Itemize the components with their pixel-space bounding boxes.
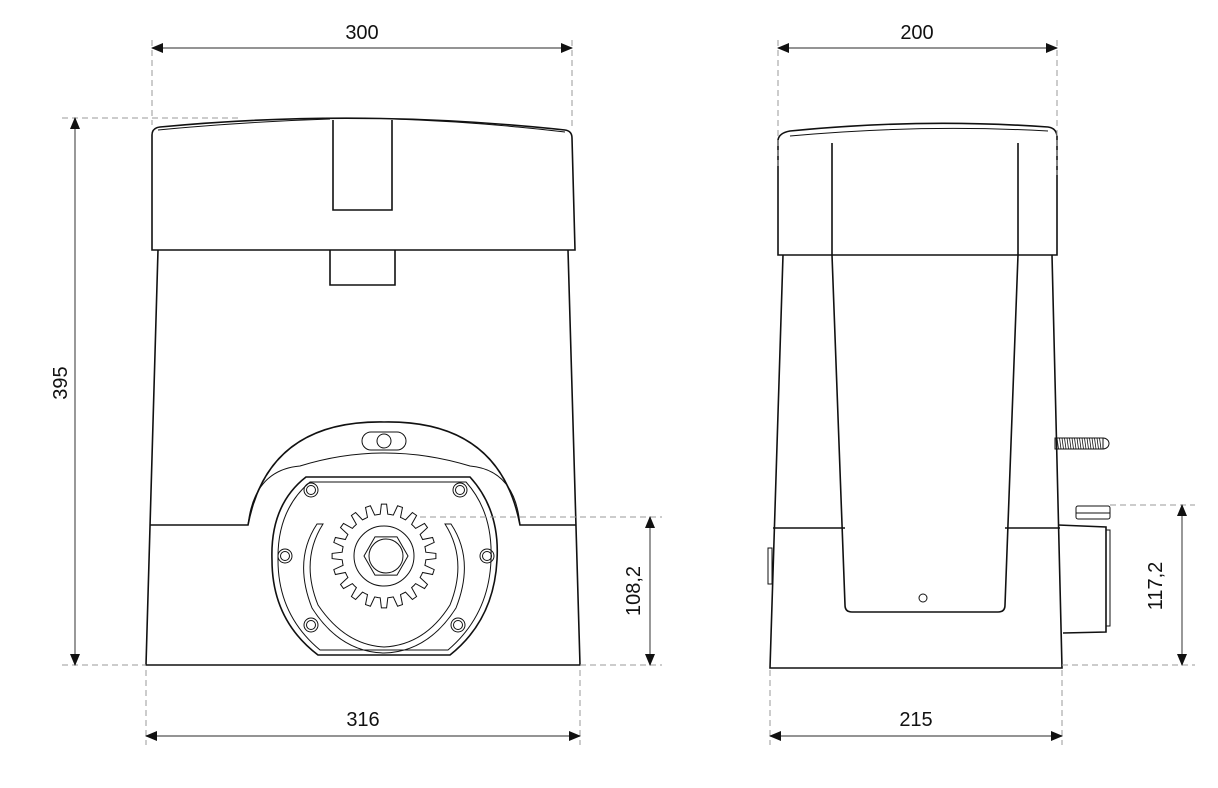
arc-slot [303, 523, 465, 654]
side-view [767, 122, 1111, 669]
side-cover [777, 122, 1058, 256]
side-panel [831, 143, 1019, 613]
bolt-icon [306, 485, 316, 495]
thread-mark [1089, 437, 1092, 450]
thread-mark [1064, 437, 1067, 450]
threaded-rod [1054, 437, 1110, 450]
gear-hub [353, 525, 415, 587]
plate-inner [277, 481, 492, 651]
label-front-top-width: 300 [345, 22, 378, 44]
label-side-top-width: 200 [900, 22, 933, 44]
hex-nut [363, 536, 409, 576]
pinion-gear [331, 503, 437, 609]
bolt-icon [455, 485, 465, 495]
arch-inner [247, 452, 521, 526]
label-bracket-height: 117,2 [1145, 562, 1167, 611]
thread-mark [1066, 437, 1069, 450]
dimension-lines [70, 43, 1187, 741]
thread-mark [1079, 437, 1082, 450]
bolt-icon [452, 482, 468, 498]
bolt-icon [306, 620, 316, 630]
front-body [145, 249, 581, 666]
front-view [145, 117, 581, 666]
thread-mark [1076, 437, 1079, 450]
bolt-icon [479, 548, 495, 564]
bolt-icon [303, 617, 319, 633]
thread-mark [1056, 437, 1059, 450]
side-screw [918, 593, 928, 603]
cover-ridge [157, 118, 566, 133]
bolt-icon [280, 551, 290, 561]
label-front-bottom-width: 316 [346, 709, 379, 731]
cover-notch [332, 120, 393, 211]
shaft [368, 538, 404, 574]
thread-mark [1094, 437, 1097, 450]
bolt-icon [482, 551, 492, 561]
side-cover-ridge [789, 127, 1049, 137]
thread-mark [1099, 437, 1102, 450]
bolt-icon [277, 548, 293, 564]
thread-mark [1081, 437, 1084, 450]
base-line [150, 421, 576, 526]
thread-mark [1096, 437, 1099, 450]
label-height: 395 [50, 366, 72, 399]
thread-mark [1091, 437, 1094, 450]
bolt-icon [450, 617, 466, 633]
bolt-icon [453, 620, 463, 630]
adjust-screw [376, 433, 392, 449]
thread-mark [1084, 437, 1087, 450]
side-knob [767, 547, 773, 585]
thread-mark [1071, 437, 1074, 450]
thread-mark [1061, 437, 1064, 450]
thread-mark [1069, 437, 1072, 450]
thread-mark [1059, 437, 1062, 450]
plate-bolts [277, 482, 495, 633]
extension-lines [62, 40, 1195, 745]
side-body [769, 254, 1063, 669]
mount-plate [271, 476, 499, 656]
thread-mark [1086, 437, 1089, 450]
thread-mark [1074, 437, 1077, 450]
label-pinion-height: 108,2 [623, 566, 645, 616]
rack-bracket [1057, 505, 1111, 634]
bolt-icon [303, 482, 319, 498]
adjust-slot [361, 431, 407, 451]
body-notch [329, 250, 396, 286]
label-side-bottom-width: 215 [899, 709, 932, 731]
front-cover [151, 117, 576, 251]
